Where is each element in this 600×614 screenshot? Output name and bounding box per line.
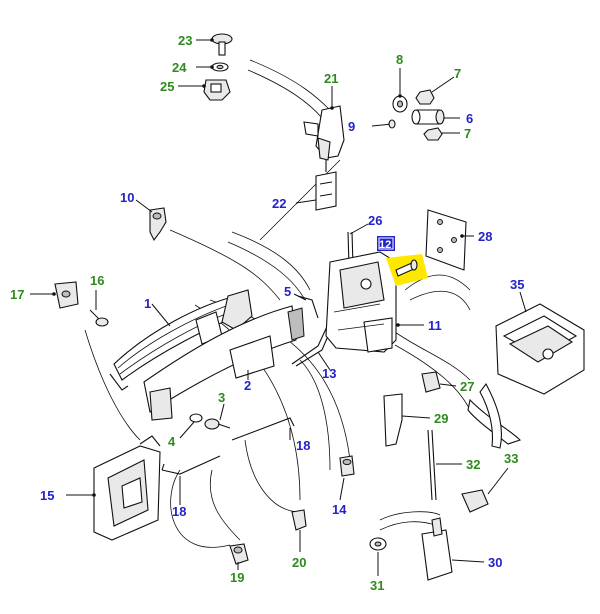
callout-33[interactable]: 33 [504, 451, 518, 466]
part-21-lever[interactable] [303, 105, 345, 161]
part-10-clip[interactable] [149, 207, 167, 242]
callout-3[interactable]: 3 [218, 390, 225, 405]
callout-19[interactable]: 19 [230, 570, 244, 585]
callout-2[interactable]: 2 [244, 378, 251, 393]
part-20-clip[interactable] [291, 509, 307, 531]
callout-28[interactable]: 28 [478, 229, 492, 244]
callout-22[interactable]: 22 [272, 196, 286, 211]
part-18-rod-lower[interactable] [161, 455, 221, 475]
callout-18-lower[interactable]: 18 [172, 504, 186, 519]
callout-7-lower[interactable]: 7 [464, 126, 471, 141]
part-30-switch[interactable] [421, 517, 453, 581]
part-9-screw[interactable] [371, 119, 396, 129]
cable-runs [84, 59, 471, 548]
callout-29[interactable]: 29 [434, 411, 448, 426]
callout-15[interactable]: 15 [40, 488, 54, 503]
callout-4[interactable]: 4 [168, 434, 176, 449]
callout-31[interactable]: 31 [370, 578, 384, 593]
callout-26[interactable]: 26 [368, 213, 382, 228]
part-3-screw[interactable] [204, 418, 231, 430]
callout-13[interactable]: 13 [322, 366, 336, 381]
part-25-clip[interactable] [203, 79, 231, 101]
callout-23[interactable]: 23 [178, 33, 192, 48]
part-31-grommet[interactable] [369, 537, 387, 551]
part-17-clip[interactable] [54, 281, 79, 309]
part-24-washer[interactable] [211, 62, 229, 72]
part-2-handle-housing[interactable] [143, 305, 305, 421]
callout-10[interactable]: 10 [120, 190, 134, 205]
part-7-nut-upper[interactable] [415, 89, 435, 105]
part-1-outside-handle[interactable] [109, 289, 253, 391]
callout-35[interactable]: 35 [510, 277, 524, 292]
part-5-link[interactable] [297, 295, 319, 319]
callout-17[interactable]: 17 [10, 287, 24, 302]
callout-7-upper[interactable]: 7 [454, 66, 461, 81]
callout-27[interactable]: 27 [460, 379, 474, 394]
callout-12-box[interactable]: 12 [377, 236, 395, 251]
part-27-clip[interactable] [421, 371, 441, 393]
callout-1[interactable]: 1 [144, 296, 151, 311]
leader-lines [30, 38, 527, 576]
callout-18-upper[interactable]: 18 [296, 438, 310, 453]
callout-5[interactable]: 5 [284, 284, 291, 299]
part-16-screw[interactable] [89, 309, 109, 327]
part-14-clip[interactable] [339, 455, 355, 477]
callout-9[interactable]: 9 [348, 119, 355, 134]
callout-11[interactable]: 11 [428, 318, 442, 333]
part-4-washer[interactable] [189, 413, 203, 423]
callout-25[interactable]: 25 [160, 79, 174, 94]
callout-12: 12 [379, 239, 391, 251]
callout-labels: 23 24 25 21 8 7 6 7 9 22 10 26 28 12 17 … [10, 33, 524, 593]
part-29-bracket[interactable] [383, 393, 403, 447]
part-12-pin[interactable] [386, 254, 428, 286]
part-15-inside-handle[interactable] [93, 435, 161, 541]
callout-20[interactable]: 20 [292, 555, 306, 570]
part-35-lock-assembly[interactable] [467, 303, 585, 449]
part-23-bolt[interactable] [211, 33, 233, 56]
part-19-clip[interactable] [229, 543, 249, 565]
part-32-rod[interactable] [427, 429, 437, 501]
callout-32[interactable]: 32 [466, 457, 480, 472]
callout-30[interactable]: 30 [488, 555, 502, 570]
part-7-nut-lower[interactable] [423, 127, 443, 141]
callout-14[interactable]: 14 [332, 502, 347, 517]
callout-16[interactable]: 16 [90, 273, 104, 288]
part-28-plate[interactable] [425, 209, 467, 271]
part-6-cylinder[interactable] [411, 109, 445, 125]
callout-8[interactable]: 8 [396, 52, 403, 67]
callout-21[interactable]: 21 [324, 71, 338, 86]
part-11-latch[interactable] [325, 251, 397, 353]
callout-24[interactable]: 24 [172, 60, 187, 75]
part-33-clip[interactable] [461, 489, 489, 513]
part-8-washer[interactable] [392, 95, 408, 113]
callout-6[interactable]: 6 [466, 111, 473, 126]
part-18-rod-upper[interactable] [231, 417, 295, 441]
part-22-bracket[interactable] [315, 160, 337, 211]
